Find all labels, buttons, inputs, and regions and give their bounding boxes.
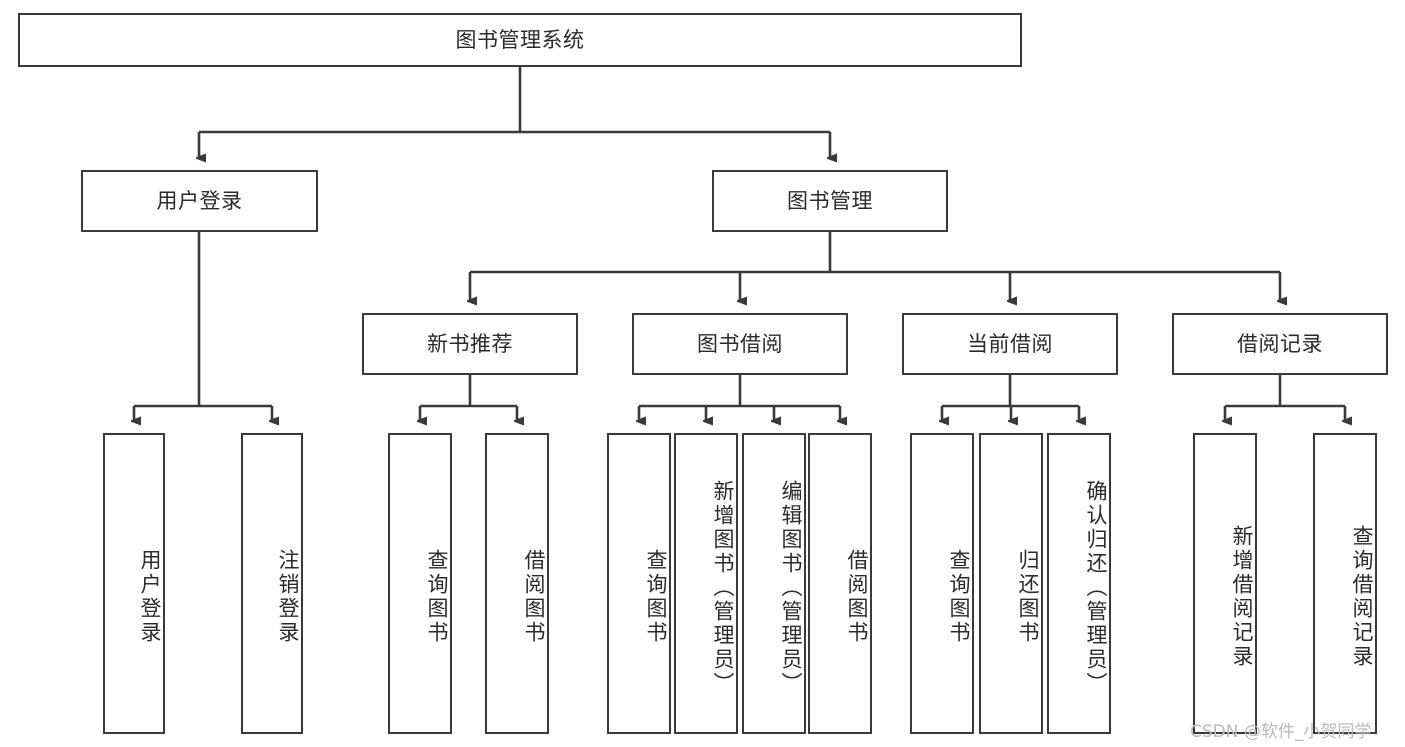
csdn-watermark: CSDN @软件_小贺同学 — [1190, 722, 1372, 742]
leaf-query-book-current[interactable]: 查询图书 — [910, 433, 974, 734]
leaf-query-book-recommend[interactable]: 查询图书 — [388, 433, 452, 734]
leaf-edit-book-admin[interactable]: 编辑图书（管理员） — [742, 433, 806, 734]
leaf-confirm-return-admin[interactable]: 确认归还（管理员） — [1047, 433, 1111, 734]
leaf-user-login[interactable]: 用户登录 — [103, 433, 165, 734]
leaf-borrow-book[interactable]: 借阅图书 — [808, 433, 872, 734]
node-user-login[interactable]: 用户登录 — [81, 170, 318, 232]
node-book-borrow[interactable]: 图书借阅 — [632, 313, 848, 375]
leaf-borrow-book-recommend[interactable]: 借阅图书 — [485, 433, 549, 734]
node-new-book-recommend[interactable]: 新书推荐 — [362, 313, 578, 375]
node-root[interactable]: 图书管理系统 — [18, 13, 1022, 67]
leaf-add-borrow-record[interactable]: 新增借阅记录 — [1193, 433, 1257, 734]
leaf-return-book[interactable]: 归还图书 — [979, 433, 1043, 734]
leaf-add-book-admin[interactable]: 新增图书（管理员） — [674, 433, 738, 734]
leaf-query-book-borrow[interactable]: 查询图书 — [607, 433, 671, 734]
node-book-management[interactable]: 图书管理 — [712, 170, 948, 232]
node-borrow-record[interactable]: 借阅记录 — [1172, 313, 1388, 375]
leaf-query-borrow-record[interactable]: 查询借阅记录 — [1313, 433, 1377, 734]
node-current-borrow[interactable]: 当前借阅 — [902, 313, 1118, 375]
leaf-logout[interactable]: 注销登录 — [241, 433, 303, 734]
